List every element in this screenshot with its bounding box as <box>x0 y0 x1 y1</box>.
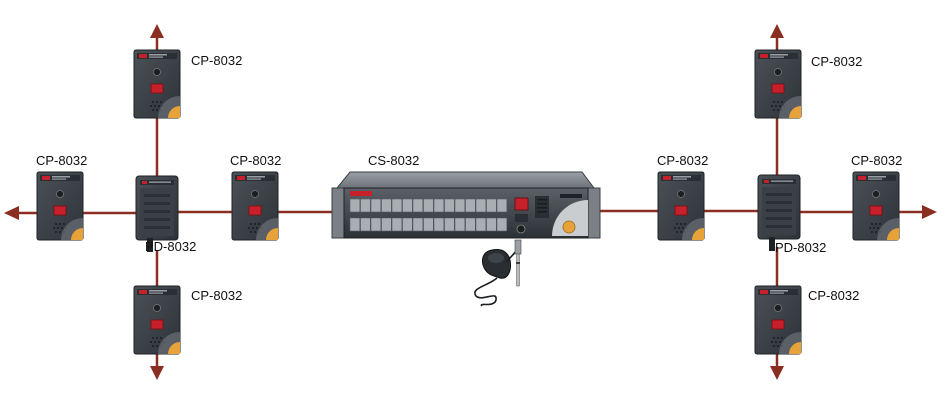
arrow-right-bottom <box>770 366 784 380</box>
call-panel-icon <box>852 171 900 241</box>
station-button <box>412 198 424 213</box>
rack-unit-icon <box>331 171 601 239</box>
cable-gland <box>769 237 775 251</box>
station-button <box>360 198 371 213</box>
station-button <box>370 217 382 232</box>
station-button <box>444 198 455 213</box>
station-button <box>454 198 466 213</box>
label-cp-right-far: CP-8032 <box>851 153 903 168</box>
station-button <box>465 217 476 232</box>
station-button <box>486 217 497 232</box>
station-button <box>475 217 487 232</box>
arrowheads <box>4 24 937 380</box>
station-button <box>391 198 403 213</box>
station-button <box>360 217 371 232</box>
call-panel-icon <box>754 49 802 119</box>
station-button <box>349 198 361 213</box>
label-cp-left-far: CP-8032 <box>36 153 88 168</box>
station-button <box>496 217 508 232</box>
distributor-box-icon <box>757 174 801 240</box>
station-button <box>381 217 392 232</box>
station-button <box>433 217 445 232</box>
station-button <box>496 198 508 213</box>
arrow-right-top <box>770 24 784 38</box>
station-button <box>370 198 382 213</box>
label-cp-right-bottom: CP-8032 <box>808 288 860 303</box>
call-panel-icon <box>133 49 181 119</box>
cable-gland <box>147 238 153 252</box>
label-pd-left: PD-8032 <box>145 239 197 254</box>
call-panel-icon <box>231 171 279 241</box>
arrow-left-bottom <box>150 366 164 380</box>
handheld-microphone-icon <box>474 239 522 307</box>
label-cp-left-inner: CP-8032 <box>230 153 282 168</box>
station-button <box>423 217 434 232</box>
station-button <box>391 217 403 232</box>
station-button <box>402 217 413 232</box>
call-panel-icon <box>657 171 705 241</box>
label-pd-right: PD-8032 <box>775 240 827 255</box>
call-panel-icon <box>754 285 802 355</box>
arrow-left-top <box>150 24 164 38</box>
station-button <box>423 198 434 213</box>
label-cs: CS-8032 <box>368 153 420 168</box>
station-button <box>433 198 445 213</box>
station-button <box>444 217 455 232</box>
arrow-right-far <box>922 205 937 219</box>
station-button <box>454 217 466 232</box>
station-button <box>402 198 413 213</box>
label-cp-right-inner: CP-8032 <box>657 153 709 168</box>
station-button <box>381 198 392 213</box>
arrow-left-far <box>4 206 19 220</box>
label-cp-left-top: CP-8032 <box>191 53 243 68</box>
station-button <box>465 198 476 213</box>
distributor-box-icon <box>135 175 179 241</box>
station-button <box>412 217 424 232</box>
station-button <box>486 198 497 213</box>
label-cp-right-top: CP-8032 <box>811 54 863 69</box>
call-panel-icon <box>133 285 181 355</box>
label-cp-left-bottom: CP-8032 <box>191 288 243 303</box>
call-panel-icon <box>36 171 84 241</box>
station-button <box>475 198 487 213</box>
station-button <box>349 217 361 232</box>
